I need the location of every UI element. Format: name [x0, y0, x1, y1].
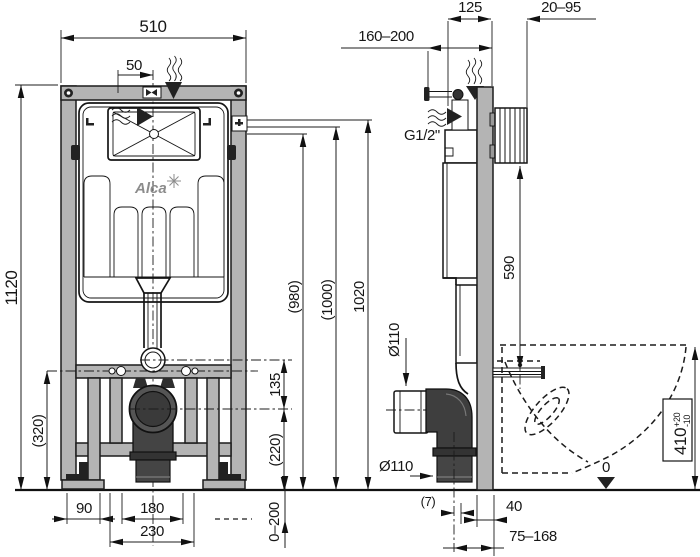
datum-triangle-icon	[597, 477, 615, 489]
label-drain-diameter-outlet: Ø110	[379, 458, 413, 475]
pan-height-box	[662, 398, 693, 462]
left-inner-column	[109, 377, 123, 444]
dim-frame-width: 510	[139, 17, 166, 36]
cistern-body	[78, 102, 229, 303]
dim-height-1000: (1000)	[319, 279, 336, 320]
dim-pan-height-tol-minus: -10	[682, 415, 692, 427]
side-dimensions: 160–200 125 20–95 590 Ø110 Ø110 (7) 40	[341, 0, 699, 556]
water-inlet-valve	[424, 87, 469, 131]
dim-outlet-depth-range: 75–168	[509, 528, 557, 545]
toilet-pan-outline	[497, 344, 688, 474]
adjustable-feet	[61, 462, 246, 490]
dim-flushbend-to-drain: 135	[267, 373, 284, 397]
dim-pan-height-tol-plus: +20	[672, 412, 682, 427]
label-floor-datum: 0	[602, 459, 610, 476]
label-drain-diameter-inlet: Ø110	[386, 323, 403, 357]
inspection-opening	[107, 107, 201, 161]
dim-pan-height-value: 410	[671, 428, 690, 455]
dim-water-connection-depth: 160–200	[358, 28, 414, 45]
water-pipe-knob	[424, 87, 430, 101]
dim-frame-height: 1120	[2, 271, 21, 306]
right-inner-column	[184, 377, 198, 444]
dim-cistern-depth: 125	[458, 0, 482, 16]
dim-height-980: (980)	[286, 280, 303, 313]
wc-stud-icons	[133, 378, 175, 388]
water-flow-arrow-icon	[427, 108, 462, 127]
front-view: Alca	[47, 55, 258, 546]
dim-drain-axis-height: (220)	[267, 433, 284, 466]
dim-outlet-offset: (7)	[421, 494, 436, 509]
odor-extract-icon	[165, 55, 183, 99]
dim-foot-offset: 90	[76, 500, 92, 517]
drain-elbow-side	[425, 388, 477, 483]
left-leg	[87, 377, 101, 481]
sparkle-icon	[167, 174, 181, 188]
dim-wall-bracket-range: 20–95	[541, 0, 581, 16]
front-dimensions: 510 50 1120 (320) 135 (220) (980) (1000)…	[2, 17, 372, 548]
dim-crossbar-height: (320)	[30, 414, 47, 447]
cistern-ribs	[83, 175, 225, 278]
floor-datum: 0	[597, 459, 615, 489]
corner-bolt-icons	[64, 88, 243, 98]
wall-rail-side	[476, 86, 494, 491]
side-view: G1/2"	[386, 57, 688, 491]
dim-rail-depth: 40	[506, 498, 522, 515]
wall-bracket	[489, 107, 528, 164]
brand-logo-text: Alca	[134, 180, 167, 197]
brand-logo: Alca	[134, 174, 181, 197]
dim-pan-height: 410 +20 -10	[671, 412, 692, 455]
label-water-thread: G1/2"	[404, 127, 440, 144]
dim-floor-adjust-range: 0–200	[266, 502, 283, 542]
cistern-profile	[442, 129, 478, 395]
dim-bolt-spacing: 230	[140, 523, 164, 540]
right-leg	[206, 377, 220, 481]
airflow-arrow-icon	[111, 107, 153, 126]
fixing-bolt-icons	[108, 366, 199, 376]
bowtie-valve-icon	[142, 86, 162, 99]
dim-bracket-to-pan: 590	[501, 256, 518, 280]
side-clamp-icons	[71, 115, 248, 160]
dim-height-1020: 1020	[351, 281, 368, 313]
dim-stud-spacing: 180	[140, 500, 164, 517]
dim-inlet-offset: 50	[126, 57, 142, 74]
drain-elbow-front	[128, 384, 178, 483]
